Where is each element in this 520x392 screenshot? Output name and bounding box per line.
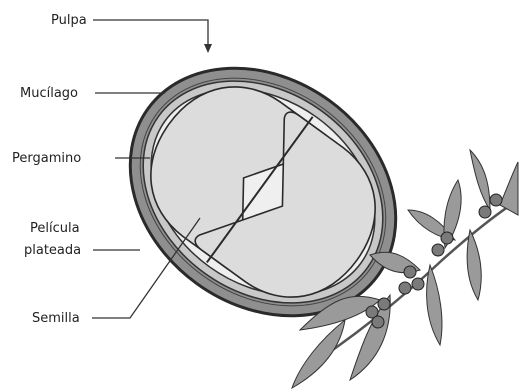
coffee-berry (441, 232, 453, 244)
leaf (427, 265, 442, 345)
label-pelicula-line1: Película (30, 221, 80, 236)
coffee-berry (372, 316, 384, 328)
label-pelicula-line2: plateada (24, 243, 81, 258)
leaf (500, 162, 518, 215)
leader-pulpa (93, 20, 208, 50)
leaf (467, 230, 481, 300)
labels: Pulpa Mucílago Pergamino Película platea… (12, 13, 87, 326)
label-mucilago: Mucílago (20, 86, 78, 101)
coffee-berry (490, 194, 502, 206)
coffee-berry (412, 278, 424, 290)
coffee-berry (479, 206, 491, 218)
label-pulpa: Pulpa (51, 13, 87, 28)
leader-pulpa-arrow (204, 44, 212, 53)
coffee-berry (399, 282, 411, 294)
coffee-berry (432, 244, 444, 256)
label-semilla: Semilla (32, 311, 80, 326)
coffee-berry (378, 298, 390, 310)
coffee-berry (404, 266, 416, 278)
label-pergamino: Pergamino (12, 151, 81, 166)
leaf (470, 150, 490, 210)
